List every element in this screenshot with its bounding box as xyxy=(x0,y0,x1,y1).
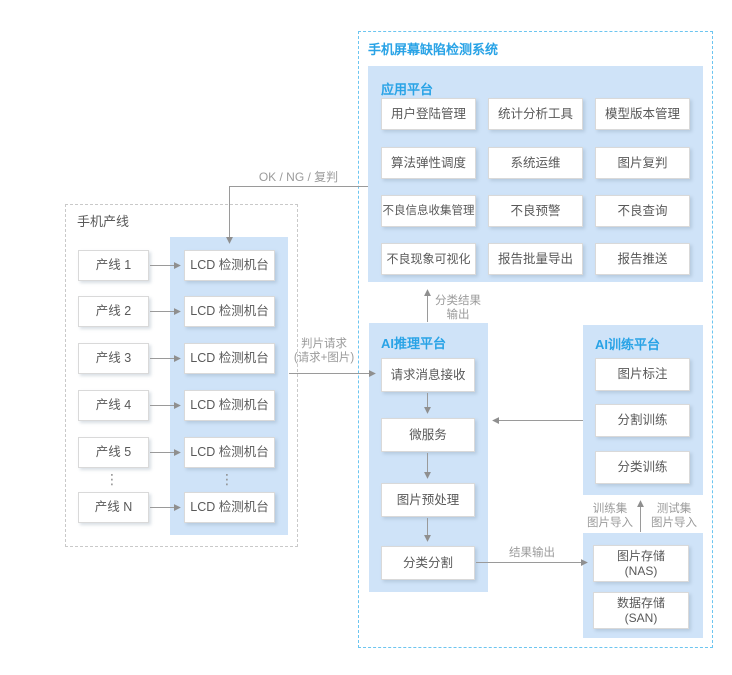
judge-request-label: 判片请求 (请求+图片) xyxy=(286,337,362,365)
train-set-line2: 图片导入 xyxy=(587,517,633,529)
app-item-defect-collection: 不良信息收集管理 xyxy=(381,195,476,227)
ai-inference-title: AI推理平台 xyxy=(381,336,447,351)
judge-request-line1: 判片请求 xyxy=(301,338,347,350)
lcd-machines-panel xyxy=(170,237,288,535)
production-line-title: 手机产线 xyxy=(77,214,130,229)
production-line-1-box: 产线 1 xyxy=(78,250,149,281)
training-step-classification: 分类训练 xyxy=(595,451,690,484)
class-result-line2: 输出 xyxy=(446,309,470,321)
training-step-segmentation: 分割训练 xyxy=(595,404,690,437)
train-set-import-label: 训练集 图片导入 xyxy=(586,502,634,530)
storage-nas-line2: (NAS) xyxy=(624,563,658,578)
app-item-model-version: 模型版本管理 xyxy=(595,98,690,130)
storage-san-box: 数据存储 (SAN) xyxy=(593,592,689,629)
production-line-2-box: 产线 2 xyxy=(78,296,149,327)
storage-nas-box: 图片存储 (NAS) xyxy=(593,545,689,582)
app-item-algo-scheduling: 算法弹性调度 xyxy=(381,147,476,179)
production-line-n-box: 产线 N xyxy=(78,492,149,523)
storage-nas-line1: 图片存储 xyxy=(616,548,665,563)
app-item-defect-warning: 不良预警 xyxy=(488,195,583,227)
app-item-user-login: 用户登陆管理 xyxy=(381,98,476,130)
lcd-machine-2-box: LCD 检测机台 xyxy=(184,296,275,327)
storage-san-line2: (SAN) xyxy=(624,610,658,625)
class-result-output-label: 分类结果 输出 xyxy=(433,294,483,322)
app-item-report-push: 报告推送 xyxy=(595,243,690,275)
production-line-5-box: 产线 5 xyxy=(78,437,149,468)
production-line-4-box: 产线 4 xyxy=(78,390,149,421)
inference-step-classify-segment: 分类分割 xyxy=(381,546,475,580)
lcd-machine-n-box: LCD 检测机台 xyxy=(184,492,275,523)
inference-step-microservice: 微服务 xyxy=(381,418,475,452)
lcd-machine-3-box: LCD 检测机台 xyxy=(184,343,275,374)
class-result-line1: 分类结果 xyxy=(435,295,481,307)
lcd-machine-5-box: LCD 检测机台 xyxy=(184,437,275,468)
lcd-machines-ellipsis: ⋮ xyxy=(220,471,234,487)
detection-system-container xyxy=(358,31,713,648)
test-set-line2: 图片导入 xyxy=(651,517,697,529)
train-set-line1: 训练集 xyxy=(592,503,628,515)
app-item-image-review: 图片复判 xyxy=(595,147,690,179)
lcd-machine-4-box: LCD 检测机台 xyxy=(184,390,275,421)
production-lines-ellipsis: ⋮ xyxy=(105,471,119,487)
app-item-defect-visualization: 不良现象可视化 xyxy=(381,243,476,275)
production-line-container xyxy=(65,204,298,547)
judge-request-line2: (请求+图片) xyxy=(293,352,355,364)
app-item-defect-query: 不良查询 xyxy=(595,195,690,227)
storage-san-line1: 数据存储 xyxy=(616,595,665,610)
test-set-line1: 测试集 xyxy=(656,503,692,515)
ok-ng-review-label: OK / NG / 复判 xyxy=(258,170,339,184)
app-item-stat-tools: 统计分析工具 xyxy=(488,98,583,130)
result-output-label: 结果输出 xyxy=(509,547,555,559)
app-platform-title: 应用平台 xyxy=(381,82,434,97)
production-line-3-box: 产线 3 xyxy=(78,343,149,374)
app-item-system-ops: 系统运维 xyxy=(488,147,583,179)
inference-step-request-receive: 请求消息接收 xyxy=(381,358,475,392)
detection-system-title: 手机屏幕缺陷检测系统 xyxy=(368,42,499,57)
app-item-report-export: 报告批量导出 xyxy=(488,243,583,275)
test-set-import-label: 测试集 图片导入 xyxy=(650,502,698,530)
training-step-labeling: 图片标注 xyxy=(595,358,690,391)
ai-training-title: AI训练平台 xyxy=(595,337,661,352)
inference-step-preprocess: 图片预处理 xyxy=(381,483,475,517)
lcd-machine-1-box: LCD 检测机台 xyxy=(184,250,275,281)
